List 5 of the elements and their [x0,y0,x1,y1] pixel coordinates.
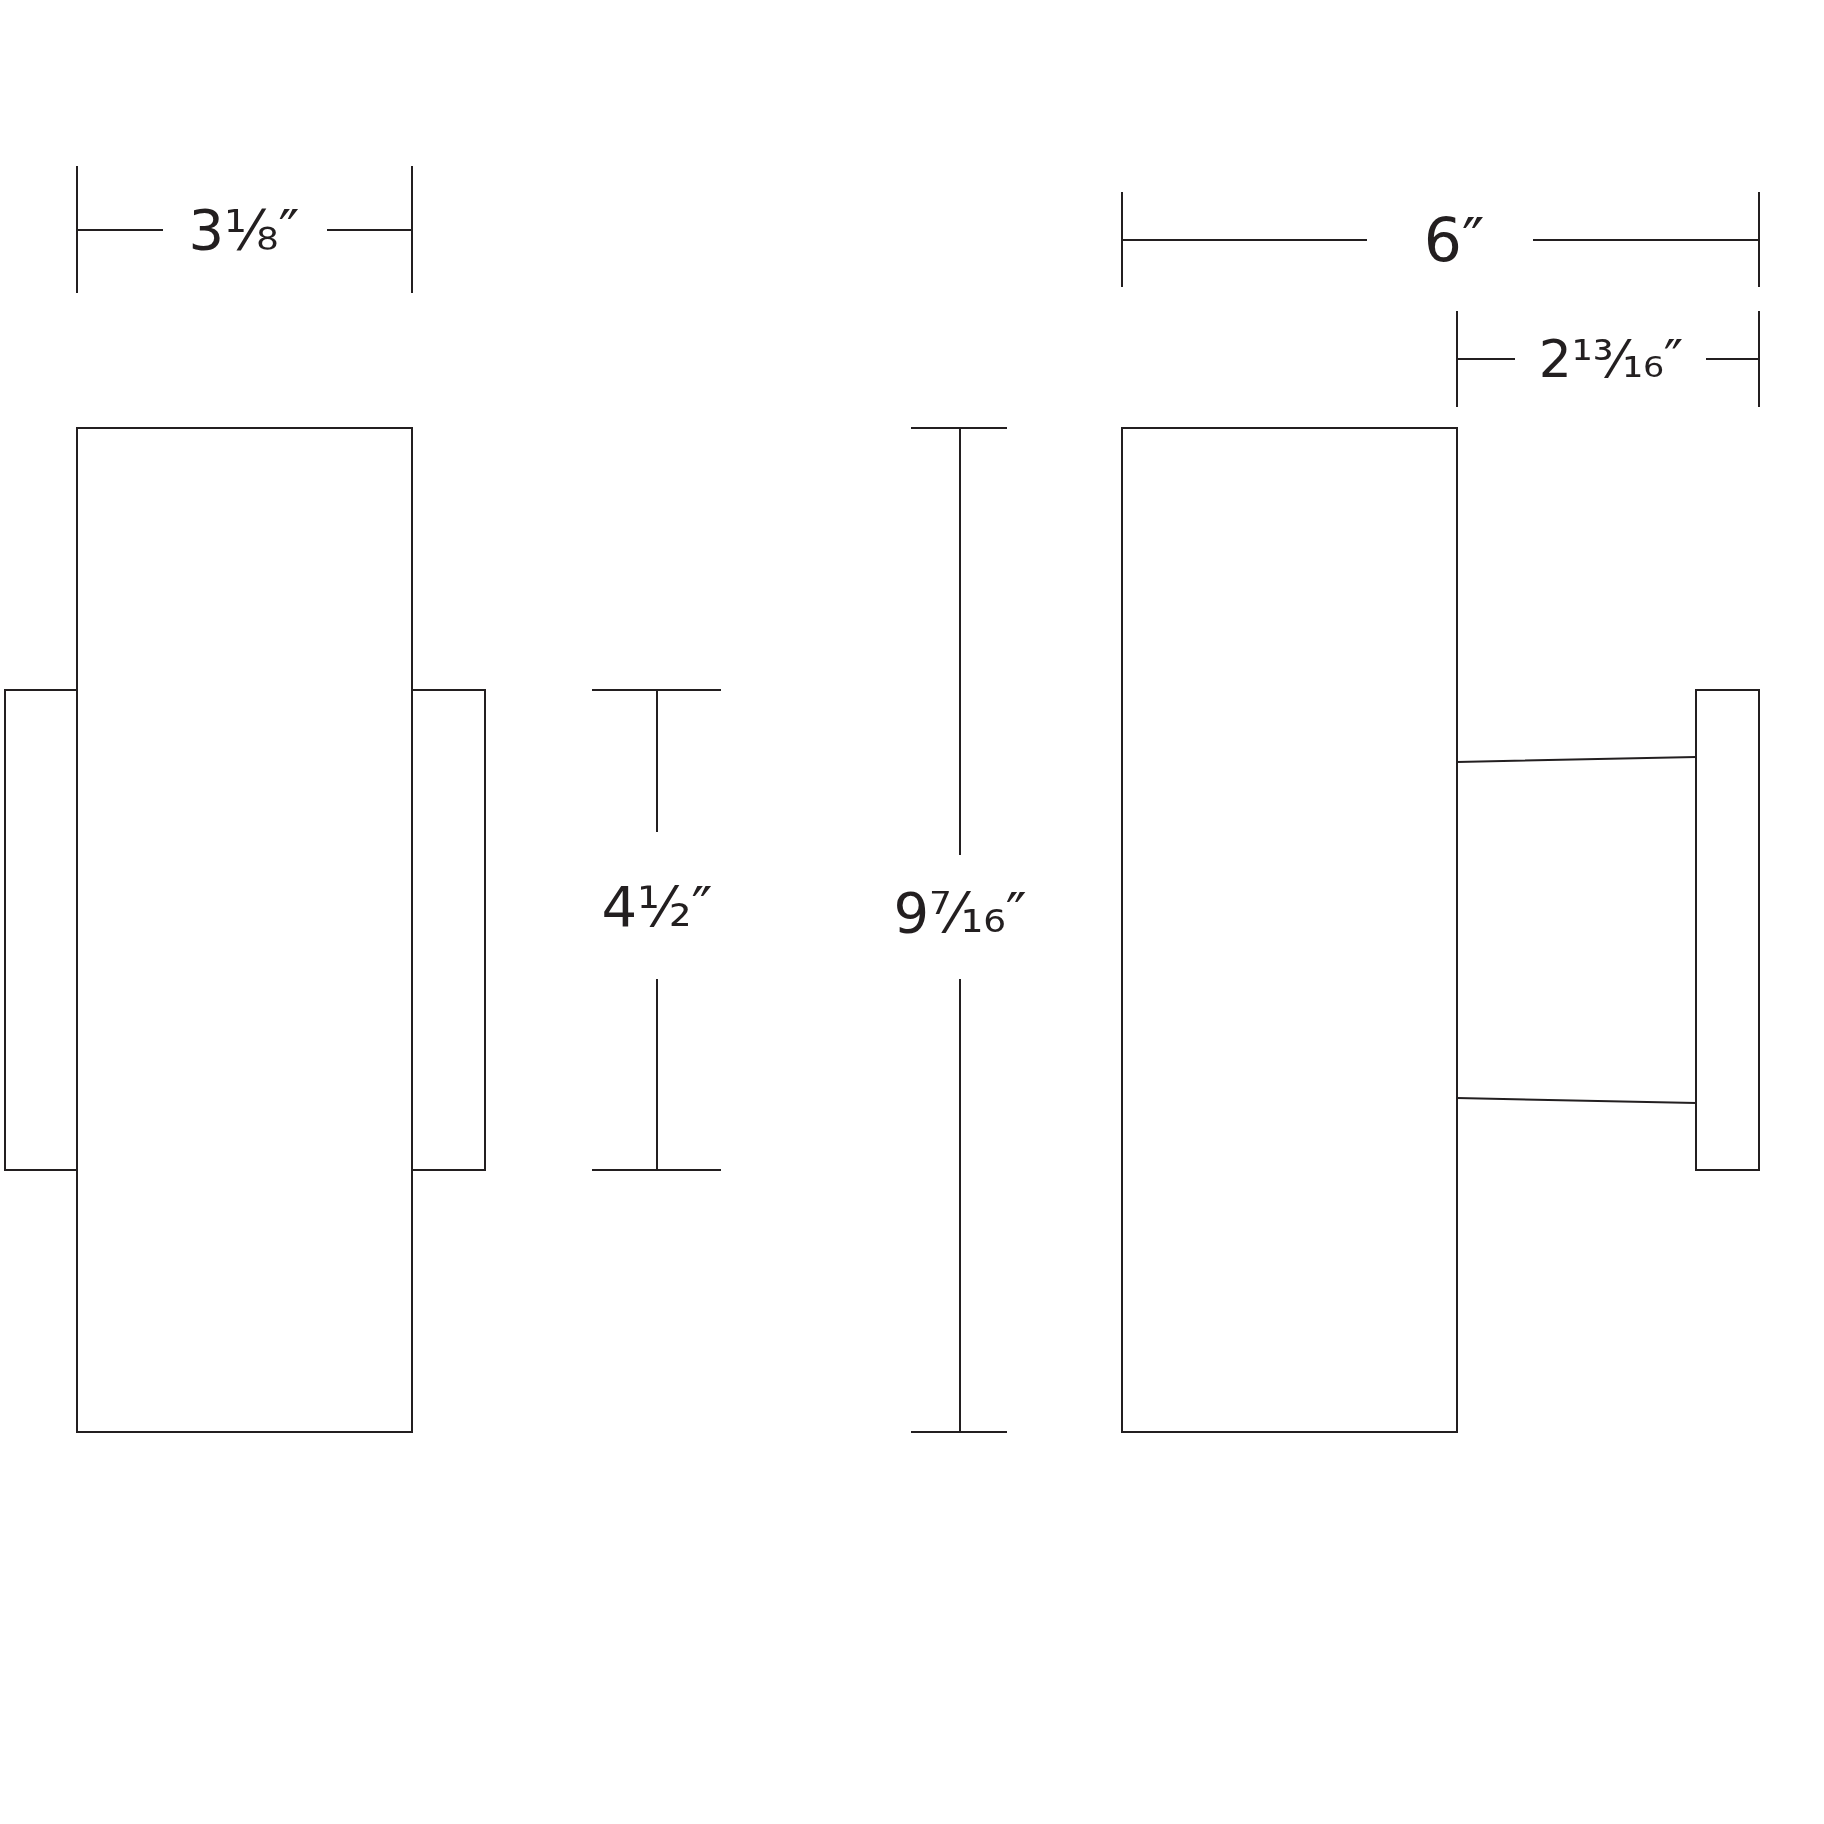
dimension-label: 2¹³⁄₁₆″ [1538,333,1684,385]
dimension-label: 3⅛″ [188,202,300,258]
dimension-label: 4½″ [601,879,713,935]
dimension-label: 9⁷⁄₁₆″ [893,885,1027,941]
dimension-label: 6″ [1423,210,1485,270]
